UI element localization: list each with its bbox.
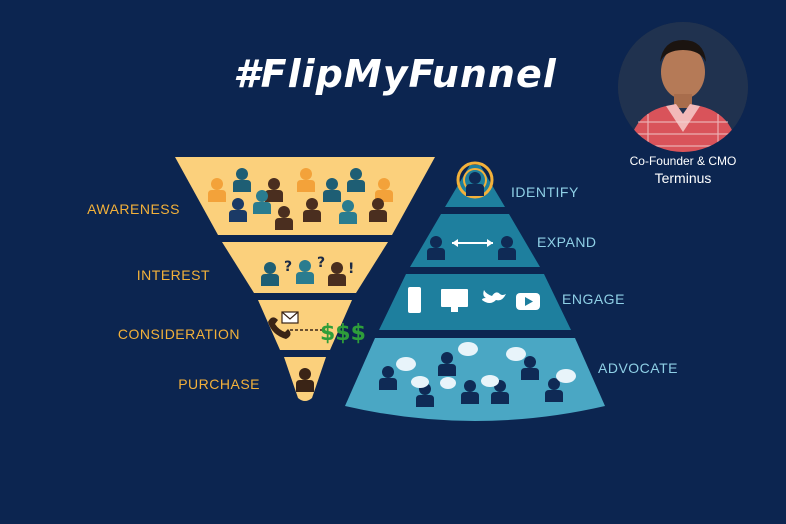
monitor-icon	[441, 289, 468, 307]
pyramid-layer-engage	[379, 274, 571, 330]
person-role: Co-Founder & CMO	[629, 154, 737, 168]
question-mark: ?	[317, 255, 325, 271]
pyramid-label-identify: IDENTIFY	[511, 184, 579, 200]
funnel-label-interest: INTEREST	[136, 267, 210, 283]
pyramid-label-advocate: ADVOCATE	[598, 360, 678, 376]
avatar	[618, 22, 748, 152]
pyramid-label-engage: ENGAGE	[562, 291, 625, 307]
dollar-icon: $$$	[320, 321, 366, 346]
device-icons	[408, 287, 540, 313]
funnel-label-purchase: PURCHASE	[178, 376, 260, 392]
person-illustration	[618, 22, 748, 152]
person-company: Terminus	[654, 170, 712, 186]
hashtag-title: #FlipMyFunnel	[233, 52, 557, 96]
question-mark: ?	[284, 259, 292, 275]
phone-icon	[408, 287, 421, 313]
expand-arrow-icon	[427, 236, 516, 260]
pyramid-label-expand: EXPAND	[537, 234, 597, 250]
phone-envelope-icon	[268, 311, 322, 339]
monitor-stand-icon	[451, 307, 458, 312]
twitter-icon	[482, 290, 506, 303]
speech-bubble-icons	[396, 342, 576, 389]
exclamation-mark: !	[348, 261, 354, 277]
funnel-label-awareness: AWARENESS	[87, 201, 180, 217]
target-person-icon	[456, 161, 494, 199]
funnel-label-consideration: CONSIDERATION	[117, 326, 240, 342]
